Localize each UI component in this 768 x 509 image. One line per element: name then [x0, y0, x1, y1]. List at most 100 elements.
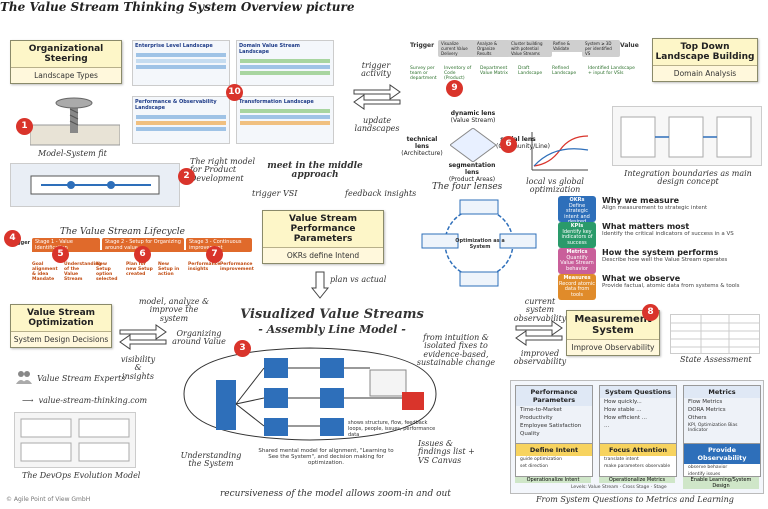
- lifecycle-trigger: Trigger: [10, 240, 31, 246]
- panel-item: KPI, Optimization Bias Indicator: [688, 423, 738, 433]
- box-org-steering[interactable]: Organizational Steering Landscape Types: [10, 40, 122, 84]
- lifecycle-step: Performance improvement: [220, 262, 254, 272]
- badge-3: 3: [234, 340, 251, 357]
- arrow-plan-actual: [310, 271, 330, 299]
- panel-item: How stable ...: [604, 407, 642, 413]
- label-integration: Integration boundaries as main design co…: [624, 169, 752, 187]
- lifecycle-stage: Stage 2 - Setup for Organizing around va…: [102, 238, 184, 252]
- panel-define-intent: Define Intent guide optimization set dir…: [515, 443, 593, 477]
- thumb-bar: [136, 115, 226, 119]
- label-recursiveness: recursiveness of the model allows zoom-i…: [220, 489, 451, 499]
- experts-row: Value Stream Experts: [16, 366, 125, 385]
- lens-technical: technical lens(Architecture): [400, 136, 444, 157]
- pipeline: Trigger Visualize current Value Delivery…: [410, 36, 640, 98]
- label-organizing: Organizing around Value: [172, 329, 226, 347]
- arrow-trigger-activity: [353, 84, 401, 110]
- tier-pill-name: OKRs: [569, 197, 585, 203]
- product-dev-graphic: [30, 175, 160, 195]
- lifecycle-step: New Setup in action: [158, 262, 180, 277]
- label-vs-title: Visualized Value Streams: [240, 307, 424, 322]
- thumb-bar: [240, 121, 330, 125]
- four-lenses: dynamic lens(Value Stream) technical len…: [401, 110, 550, 183]
- thumb-bar: [240, 59, 330, 63]
- tier-heading: How the system performs: [602, 248, 719, 257]
- lifecycle-step: New Setup option selected: [96, 262, 118, 282]
- pipeline-item: Inventory of Code (Product): [444, 66, 472, 81]
- tier-desc: Identify the critical indicators of succ…: [602, 231, 734, 237]
- badge-7: 7: [206, 246, 223, 263]
- lens-dynamic: dynamic lens(Value Stream): [448, 110, 498, 124]
- box-title: Measurement System: [574, 314, 652, 336]
- lifecycle-step: Understanding of the Value Stream: [64, 262, 102, 282]
- thumb-title: Enterprise Level Landscape: [135, 43, 213, 49]
- panel-questions: System Questions How quickly... How stab…: [599, 385, 677, 445]
- panel-heading: System Questions: [600, 386, 676, 398]
- devops-graphic: [20, 418, 130, 462]
- lifecycle-stage: Stage 3 - Continuous improvement: [186, 238, 252, 252]
- thumb-bar: [240, 65, 330, 69]
- panel-item: Quality: [520, 431, 540, 437]
- panel-item: DORA Metrics: [688, 407, 726, 413]
- label-shared-model: Shared mental model for alignment, "Lear…: [258, 448, 394, 466]
- pipeline-item: Department Value Matrix: [480, 66, 508, 76]
- website-row[interactable]: ⟶ value-stream-thinking.com: [22, 388, 147, 407]
- box-top-down[interactable]: Top Down Landscape Building Domain Analy…: [652, 38, 758, 82]
- box-sub: Landscape Types: [11, 67, 121, 83]
- panel-heading: Focus Attention: [600, 444, 676, 456]
- panel-item: Time-to-Market: [520, 407, 562, 413]
- lens-diamond: [450, 128, 496, 162]
- tier-pill-name: Measures: [563, 275, 591, 281]
- thumb-transformation[interactable]: Transformation Landscape: [236, 96, 334, 144]
- panel-item: How efficient ...: [604, 415, 648, 421]
- tier-heading: What we observe: [602, 274, 681, 283]
- thumb-bar: [136, 59, 226, 63]
- thumb-bar: [136, 121, 226, 125]
- box-measurement[interactable]: Measurement System Improve Observability: [566, 310, 660, 356]
- panel-item: ...: [604, 423, 610, 429]
- label-shows: shows structure, flow, feedback loops, p…: [348, 420, 436, 438]
- label-experts: Value Stream Experts: [37, 374, 126, 383]
- thumb-bar: [240, 109, 330, 113]
- label-model-system-fit: Model-System fit: [38, 149, 107, 158]
- box-vs-params[interactable]: Value Stream Performance Parameters OKRs…: [262, 210, 384, 264]
- thumb-performance[interactable]: Performance & Observability Landscape: [132, 96, 230, 144]
- badge-8: 8: [642, 304, 659, 321]
- panel-item: How quickly...: [604, 399, 642, 405]
- label-trigger-vsi: trigger VSI: [252, 189, 298, 198]
- box-vs-opt[interactable]: Value Stream Optimization System Design …: [10, 304, 112, 348]
- page-title: The Value Stream Thinking System Overvie…: [0, 0, 355, 14]
- thumb-bar: [136, 127, 226, 131]
- lens-segmentation: segmentation lens(Product Areas): [442, 162, 502, 183]
- label-visibility: visibility & insights: [120, 355, 156, 381]
- tier-pill-name: Metrics: [566, 249, 588, 255]
- thumb-title: Performance & Observability Landscape: [135, 99, 217, 111]
- tier-desc: Provide factual, atomic data from system…: [602, 283, 740, 289]
- label-understanding: Understanding the System: [180, 451, 242, 469]
- label-optimization-system: Optimization as a System: [455, 238, 505, 250]
- pipeline-step: Cluster building with potential Value St…: [508, 40, 552, 57]
- badge-5: 5: [52, 246, 69, 263]
- thumb-domain[interactable]: Domain Value Stream Landscape: [236, 40, 334, 86]
- lens-name: segmentation lens: [448, 162, 496, 176]
- tier-pill-desc: Quantify Value Stream behavior: [560, 254, 594, 272]
- thumb-bar: [240, 71, 330, 75]
- lens-name: social lens: [500, 136, 536, 143]
- box-title: Organizational Steering: [28, 44, 104, 64]
- pipeline-step: Refine & Validate: [550, 40, 584, 52]
- label-update-landscapes: update landscapes: [354, 116, 400, 134]
- box-sub: OKRs define Intend: [263, 247, 383, 263]
- panel-item: identify issues: [688, 472, 721, 477]
- panel-performance: Performance Parameters Time-to-Market Pr…: [515, 385, 593, 445]
- thumb-enterprise[interactable]: Enterprise Level Landscape: [132, 40, 230, 86]
- assembly-line: [183, 347, 437, 441]
- tier-heading: What matters most: [602, 222, 690, 231]
- panel-metrics: Metrics Flow Metrics DORA Metrics Others…: [683, 385, 761, 445]
- local-global-graph: [531, 132, 589, 171]
- tier-heading: Why we measure: [602, 196, 680, 205]
- footer-op-metrics: Operationalize Metrics: [599, 477, 675, 483]
- badge-6a: 6: [134, 246, 151, 263]
